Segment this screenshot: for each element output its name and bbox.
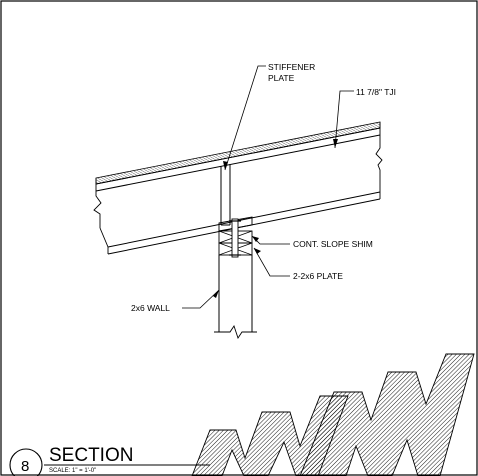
roof-joist-assembly: [93, 121, 383, 255]
wall-assembly: [214, 216, 257, 340]
slope-shim: [218, 216, 253, 232]
right-break-line: [375, 122, 383, 199]
watermark: [191, 353, 475, 476]
stiffener-label-line1: STIFFENER: [268, 62, 315, 72]
section-title: SECTION: [49, 445, 133, 466]
scale-note: SCALE: 1" = 1'-0": [49, 468, 96, 474]
wall-label: 2x6 WALL: [131, 303, 170, 313]
tji-top-flange-top: [95, 127, 381, 185]
leader-arrows: [213, 139, 338, 298]
stiffener-label-line2: PLATE: [268, 73, 295, 83]
tji-bottom-flange-top: [107, 191, 381, 248]
tji-label: 11 7/8" TJI: [356, 87, 396, 97]
title-block: 8 SECTION SCALE: 1" = 1'-0": [9, 445, 210, 476]
stiffener-plate: [220, 164, 231, 226]
detail-bubble: [9, 448, 43, 476]
detail-number: 8: [21, 458, 29, 475]
left-break-line: [93, 178, 102, 228]
slope-shim-label: CONT. SLOPE SHIM: [293, 239, 373, 249]
plate-label: 2-2x6 PLATE: [293, 271, 343, 281]
wall-break-line: [214, 324, 257, 340]
tji-top-flange-bottom: [95, 134, 381, 192]
anchor-bolt: [231, 218, 239, 258]
roof-sheathing: [95, 121, 381, 185]
